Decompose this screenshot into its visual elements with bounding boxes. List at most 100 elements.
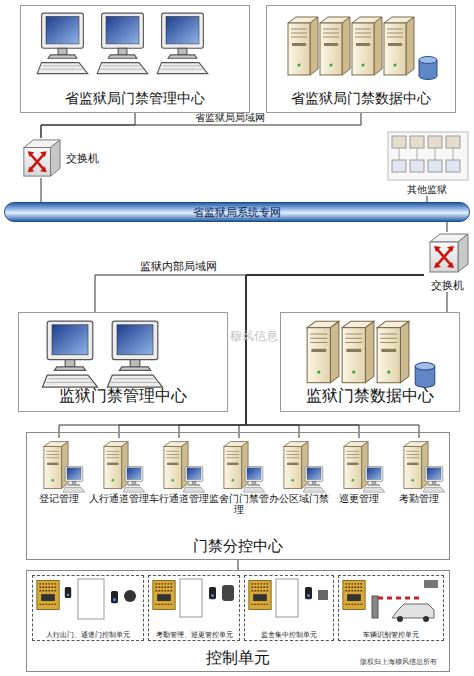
computer-icon	[97, 13, 148, 74]
unit-box: 车辆识别管控单元	[338, 575, 444, 641]
unit-box: 人行出门、通道门控制单元	[32, 575, 144, 641]
node-label: 省监狱局门禁管理中心	[21, 90, 249, 106]
server-node: 监舍门门禁管理	[210, 438, 268, 530]
group-box: 门禁分控中心 登记管理人行通道管理车行通道管理监舍门门禁管理办公区域门禁巡更管理考…	[26, 432, 450, 560]
door	[276, 579, 298, 617]
center-box: 监狱门禁管理中心	[18, 312, 228, 412]
thumb	[428, 160, 442, 172]
node-label: 考勤管理	[389, 494, 449, 505]
server-node: 考勤管理	[390, 438, 448, 530]
door	[78, 579, 104, 619]
center-box: 监狱门禁数据中心	[280, 312, 460, 412]
server-icon	[342, 321, 374, 382]
database-icon	[419, 57, 437, 80]
server-node: 登记管理	[30, 438, 88, 530]
connector-line	[119, 275, 424, 438]
edge-label: 监狱内部局域网	[140, 260, 217, 273]
wheel	[397, 616, 403, 622]
thumb	[428, 136, 442, 148]
thumb	[446, 136, 460, 148]
server-icon	[164, 442, 188, 489]
center-box: 省监狱局门禁管理中心	[20, 5, 250, 113]
node-label: 省监狱局系统专网	[5, 206, 469, 219]
controller-board	[153, 580, 175, 609]
card-reader	[65, 587, 71, 598]
car	[392, 604, 434, 618]
network-band: 省监狱局系统专网	[4, 202, 470, 222]
switch-node: 交换机	[20, 138, 62, 178]
switch-icon	[24, 140, 60, 176]
thumb-links	[399, 148, 453, 160]
lock	[318, 590, 328, 600]
connector-line	[246, 275, 424, 438]
barrier-post	[372, 596, 378, 618]
prison-thumbnails	[392, 136, 460, 172]
node-label: 车辆识别管控单元	[339, 631, 443, 638]
node-label: 省监狱局门禁数据中心	[267, 90, 455, 106]
camera	[424, 580, 438, 588]
connector-line	[246, 275, 424, 438]
node-label: 车行通道管理	[149, 494, 209, 505]
controller-board	[343, 580, 365, 609]
connector-line	[41, 178, 42, 202]
card-reader	[209, 587, 216, 599]
node-label: 其他监狱	[384, 184, 470, 196]
node-label: 人行通道管理	[89, 494, 149, 505]
node-label: 考勤管理、巡更管控单元	[149, 631, 239, 638]
edge-label: 省监狱局局域网	[195, 112, 265, 124]
card-reader	[305, 587, 312, 599]
thumb	[392, 136, 406, 148]
group-box: 控制单元人行出门、通道门控制单元考勤管理、巡更管控单元监舍集中控制单元车辆识别管…	[26, 570, 450, 672]
node-label: 交换机	[424, 279, 470, 292]
server-icon	[384, 17, 414, 75]
node-label: 监舍门门禁管理	[209, 494, 269, 516]
connector-line	[238, 560, 239, 570]
computer-icon	[63, 466, 84, 492]
connector-line	[246, 275, 424, 438]
door	[180, 579, 202, 617]
fingerprint-reader	[222, 585, 234, 601]
switch-icon	[430, 234, 468, 272]
computer-icon	[243, 466, 264, 492]
card-reader	[111, 591, 118, 603]
center-box: 省监狱局门禁数据中心	[266, 5, 456, 113]
computer-icon	[42, 321, 97, 387]
server-icon	[352, 17, 382, 75]
computer-icon	[183, 466, 204, 492]
node-label: 交换机	[66, 152, 99, 165]
controller-board	[37, 580, 59, 609]
prison-panel	[388, 132, 468, 180]
server-icon	[288, 17, 318, 75]
database-icon	[415, 363, 435, 388]
switch-node: 交换机	[424, 232, 470, 292]
server-icon	[307, 321, 339, 382]
computer-icon	[303, 466, 324, 492]
node-label: 监狱门禁数据中心	[281, 387, 459, 405]
unit-box: 监舍集中控制单元	[244, 575, 334, 641]
node-label: 门禁分控中心	[27, 537, 449, 554]
barrier-arm	[378, 597, 420, 600]
server-node: 办公区域门禁	[270, 438, 328, 530]
server-icon	[284, 442, 308, 489]
computer-icon	[363, 466, 384, 492]
connector-line	[41, 113, 361, 138]
server-icon	[404, 442, 428, 489]
node-label: 登记管理	[29, 494, 89, 505]
node-label: 监舍集中控制单元	[245, 631, 333, 638]
controller-board	[249, 580, 271, 609]
computer-icon	[123, 466, 144, 492]
computer-icon	[37, 13, 88, 74]
connector-line	[179, 275, 424, 438]
node-label: 监狱门禁管理中心	[19, 387, 227, 405]
server-icon	[344, 442, 368, 489]
thumb	[392, 160, 406, 172]
connector-line	[95, 275, 424, 312]
thumb	[410, 136, 424, 148]
server-icon	[104, 442, 128, 489]
server-icon	[44, 442, 68, 489]
computer-icon	[157, 13, 208, 74]
server-node: 人行通道管理	[90, 438, 148, 530]
unit-box: 考勤管理、巡更管控单元	[148, 575, 240, 641]
server-node: 巡更管理	[330, 438, 388, 530]
